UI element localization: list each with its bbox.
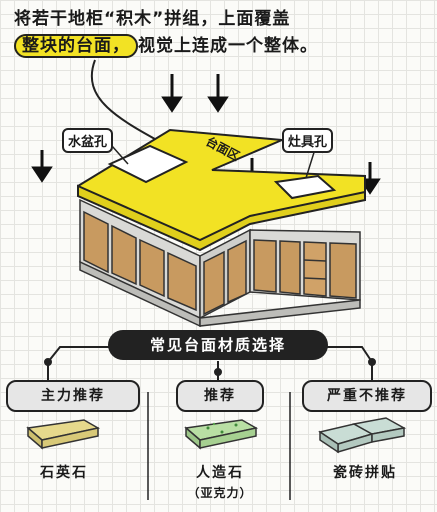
- category-label-primary: 主力推荐: [6, 380, 140, 412]
- material-name-artificial-stone: 人造石: [196, 465, 244, 481]
- tile-swatch: [318, 417, 407, 454]
- branch-lines: [44, 346, 376, 500]
- material-name-tile: 瓷砖拼贴: [333, 465, 397, 481]
- stove-hole-label: 灶具孔: [282, 128, 334, 153]
- headline-line-1: 将若干地柜“积木”拼组，上面覆盖: [14, 9, 291, 29]
- material-name-quartz: 石英石: [40, 465, 88, 481]
- material-note-acrylic: （亚克力）: [187, 486, 253, 500]
- headline: 将若干地柜“积木”拼组，上面覆盖 整块的台面，视觉上连成一个整体。: [14, 6, 434, 60]
- down-arrow-icon: [161, 74, 183, 113]
- category-label-recommended: 推荐: [176, 380, 264, 412]
- material-swatches: [26, 417, 407, 454]
- quartz-swatch: [26, 419, 101, 450]
- section-title: 常见台面材质选择: [108, 330, 328, 360]
- down-arrows: [31, 74, 381, 195]
- sink-hole-label: 水盆孔: [62, 128, 114, 153]
- down-arrow-icon: [207, 74, 229, 113]
- stove-hole: [273, 174, 337, 200]
- category-label-not-recommended: 严重不推荐: [302, 380, 432, 412]
- headline-line-2: 整块的台面，视觉上连成一个整体。: [14, 33, 434, 60]
- headline-line-2-rest: 视觉上连成一个整体。: [138, 36, 318, 56]
- acrylic-swatch: [184, 419, 259, 450]
- down-arrow-icon: [31, 150, 53, 183]
- cabinet-body: [79, 198, 361, 328]
- sink-hole: [107, 144, 189, 184]
- countertop: [77, 128, 366, 252]
- headline-highlight: 整块的台面，: [14, 34, 138, 58]
